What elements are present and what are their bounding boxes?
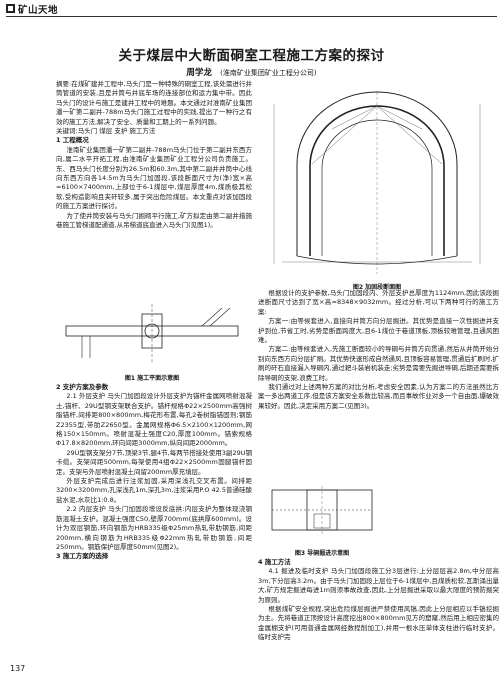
figure-2-cross-section xyxy=(273,91,481,274)
left-paragraph: 1 工程概况 xyxy=(56,136,89,145)
right-paragraph: 方案二:由等候套进入,先施工断面较小的导硐与井筒方向贯通,然后从井筒开始分别向东… xyxy=(258,345,499,382)
figure-3-caption: 图3 导硐掘进示意图 xyxy=(294,550,350,557)
left-paragraph: 外层支护完成后进行注浆加固,采用深浅孔交叉布置。间排距3200×3200mm,孔… xyxy=(56,477,252,504)
left-paragraph: 2.1 外层支护 马头门加固段设计外层支护为锚杆金属网喷射混凝土,锚杆、29U型… xyxy=(56,392,252,448)
left-paragraph: 淮南矿业集团潘一矿第二副井-788m马头门位于第二副井东西方向,属二水平开拓工程… xyxy=(56,145,252,211)
right-paragraph: 根据煤矿安全规程,突出危险煤层掘进严禁使用风镐,因此上分层相应以手镐挖掘为主。先… xyxy=(258,605,499,642)
left-paragraph: 3 施工方案的选择 xyxy=(56,552,109,561)
left-paragraph: 29U型钢支架分7节,顶梁3节,腿4节,每两节搭接处使用3副29U钢卡缆。支架间… xyxy=(56,448,252,476)
right-body-top: 根据设计的支护参数,马头门加固段内、外层支护总厚度为1124mm,因此该段掘进断… xyxy=(258,289,499,411)
article-title: 关于煤层中大断面硐室工程施工方案的探讨 xyxy=(118,48,385,64)
left-paragraph: 2 支护方案及参数 xyxy=(56,383,109,391)
header-rule xyxy=(6,16,497,17)
right-column: 根据设计的支护参数,马头门加固段内、外层支护总厚度为1124mm,因此该段掘进断… xyxy=(258,289,499,411)
abstract: 摘要:在煤矿建井工程中,马头门是一种特殊的硐室工程,该处需进行井筒管道的安装,且… xyxy=(56,80,252,126)
keywords: 关键词:马头门 煤层 支护 施工方法 xyxy=(56,127,156,136)
page-number: 137 xyxy=(10,664,26,673)
byline: 周学龙 (淮南矿业集团矿业工程分公司) xyxy=(0,66,503,78)
right-paragraph: 我们通过对上述两种方案的对比分析,考虑安全因素,认为方案二的方法虽然比方案一多出… xyxy=(258,383,499,410)
right-paragraph: 4.1 掘进及临时支护 马头门加固段施工分3层进行:上分层层高2.8m,中分层高… xyxy=(258,567,499,604)
right-paragraph: 4 施工方法 xyxy=(258,558,291,566)
section-square-inner xyxy=(8,6,13,11)
right-paragraph: 方案一:由等候套进入,直接向并筒方向分层掘进。其优势是直接一次性掘进并支护到位,… xyxy=(258,317,499,345)
left-paragraph: 2.2 内层支护 马头门加固段增设反底拱:内层支护为整体现浇钢筋混凝土支护。混凝… xyxy=(56,505,252,551)
figure-3-diagram xyxy=(271,486,373,534)
figure-2-caption: 图2 加固段断面图 xyxy=(352,284,402,291)
left-body: 1 工程概况淮南矿业集团潘一矿第二副井-788m马头门位于第二副井东西方向,属二… xyxy=(56,136,252,230)
journal-header: 矿山天地 xyxy=(0,0,503,24)
left-column: 摘要:在煤矿建井工程中,马头门是一种特殊的硐室工程,该处需进行井筒管道的安装,且… xyxy=(56,80,252,231)
right-paragraph: 根据设计的支护参数,马头门加固段内、外层支护总厚度为1124mm,因此该段掘进断… xyxy=(258,289,499,316)
figure-1-plan xyxy=(65,304,239,362)
left-paragraph: 为了使井筒安装与马头门掘砌平行施工,矿方拟定由第二副井措施巷施工管梯道配通道,从… xyxy=(56,211,252,230)
author-name: 周学龙 xyxy=(186,68,212,78)
section-title: 矿山天地 xyxy=(18,5,59,16)
figure-1-caption: 图1 施工平面示意图 xyxy=(124,375,180,382)
author-affiliation: (淮南矿业集团矿业工程分公司) xyxy=(220,69,317,77)
